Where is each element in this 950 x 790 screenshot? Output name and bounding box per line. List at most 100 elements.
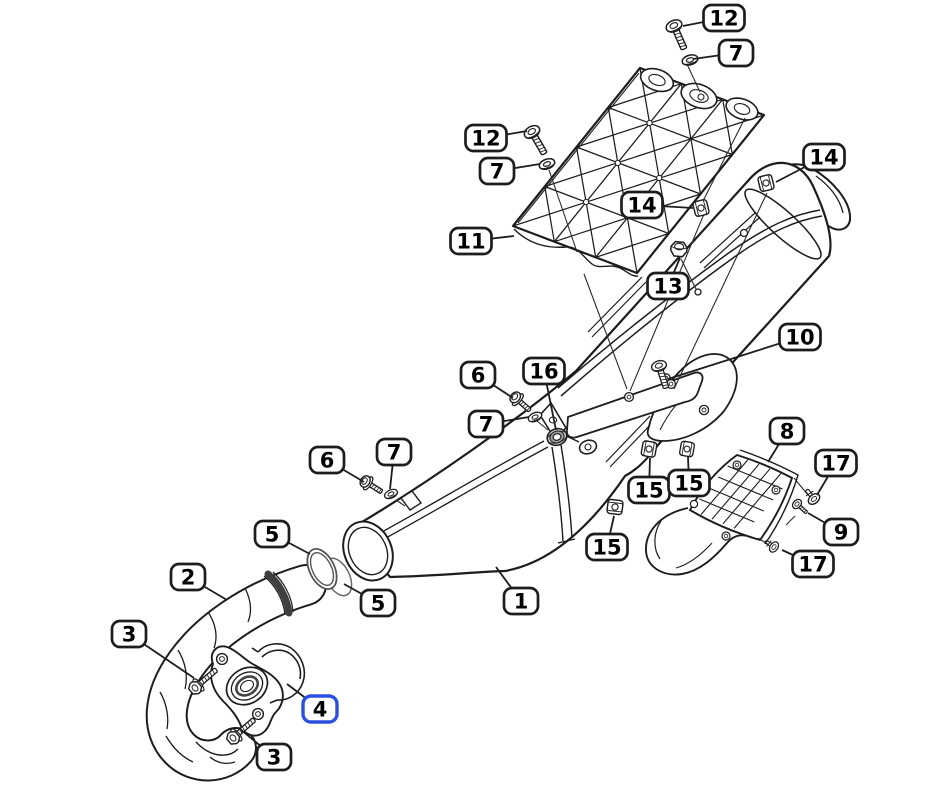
callout-box[interactable] bbox=[464, 123, 508, 153]
clip-nut-14-icon bbox=[691, 198, 711, 218]
callout-16[interactable]: 16 bbox=[522, 356, 566, 386]
callout-1[interactable]: 1 bbox=[502, 586, 540, 616]
callout-number: 15 bbox=[674, 472, 703, 496]
callout-number: 5 bbox=[371, 592, 386, 616]
callout-number: 5 bbox=[265, 523, 280, 547]
callout-12[interactable]: 12 bbox=[702, 3, 746, 33]
callout-box[interactable] bbox=[308, 445, 346, 475]
callout-box[interactable] bbox=[646, 271, 690, 301]
callout-box[interactable] bbox=[768, 416, 806, 446]
callout-box[interactable] bbox=[585, 532, 629, 562]
callout-number: 8 bbox=[780, 420, 795, 444]
callout-17[interactable]: 17 bbox=[814, 448, 858, 478]
callout-box[interactable] bbox=[620, 190, 664, 220]
callout-10[interactable]: 10 bbox=[778, 322, 822, 352]
callout-6[interactable]: 6 bbox=[308, 445, 346, 475]
clip-15-icon bbox=[606, 498, 624, 516]
callout-6[interactable]: 6 bbox=[459, 360, 497, 390]
callout-box[interactable] bbox=[814, 448, 858, 478]
callout-box[interactable] bbox=[169, 562, 207, 592]
callout-number: 6 bbox=[471, 364, 486, 388]
callout-number: 17 bbox=[798, 553, 827, 577]
clip-15-icon bbox=[640, 439, 658, 459]
callout-7[interactable]: 7 bbox=[478, 156, 516, 186]
callout-2[interactable]: 2 bbox=[169, 562, 207, 592]
callout-number: 1 bbox=[514, 590, 529, 614]
callout-3[interactable]: 3 bbox=[110, 619, 148, 649]
callout-number: 14 bbox=[809, 146, 838, 170]
leader-line-10 bbox=[667, 336, 801, 380]
callout-box[interactable] bbox=[791, 549, 835, 579]
callout-15[interactable]: 15 bbox=[667, 468, 711, 498]
callout-box[interactable] bbox=[478, 156, 516, 186]
callout-box[interactable] bbox=[110, 619, 148, 649]
washer-7-top-icon bbox=[680, 52, 700, 68]
callout-box[interactable] bbox=[359, 588, 397, 618]
callout-5[interactable]: 5 bbox=[253, 519, 291, 549]
callout-number: 15 bbox=[592, 536, 621, 560]
callout-number: 2 bbox=[181, 566, 196, 590]
callout-box[interactable] bbox=[502, 586, 540, 616]
callout-number: 16 bbox=[529, 360, 558, 384]
callout-15[interactable]: 15 bbox=[627, 475, 671, 505]
callout-number: 17 bbox=[821, 452, 850, 476]
callout-number: 7 bbox=[729, 42, 744, 66]
callout-box[interactable] bbox=[449, 226, 493, 256]
callout-number: 11 bbox=[456, 230, 485, 254]
callout-15[interactable]: 15 bbox=[585, 532, 629, 562]
callout-number: 14 bbox=[627, 194, 656, 218]
callout-7[interactable]: 7 bbox=[717, 38, 755, 68]
muffler-assembly-art bbox=[342, 161, 852, 582]
callout-12[interactable]: 12 bbox=[464, 123, 508, 153]
callout-box[interactable] bbox=[253, 519, 291, 549]
callout-5[interactable]: 5 bbox=[359, 588, 397, 618]
callout-number: 13 bbox=[653, 275, 682, 299]
washer-7-lower-icon bbox=[382, 486, 400, 502]
callout-box[interactable] bbox=[802, 142, 846, 172]
callout-3[interactable]: 3 bbox=[255, 742, 293, 772]
rivet-17-upper-icon bbox=[800, 485, 823, 508]
callout-box[interactable] bbox=[459, 360, 497, 390]
callout-number: 3 bbox=[122, 623, 137, 647]
callout-box[interactable] bbox=[301, 694, 339, 724]
callout-17[interactable]: 17 bbox=[791, 549, 835, 579]
exploded-view-artwork bbox=[145, 16, 852, 782]
callout-number: 12 bbox=[471, 127, 500, 151]
callout-box[interactable] bbox=[522, 356, 566, 386]
callout-box[interactable] bbox=[667, 468, 711, 498]
callout-box[interactable] bbox=[255, 742, 293, 772]
callout-number: 9 bbox=[834, 521, 849, 545]
screw-6-lower-icon bbox=[356, 472, 387, 499]
callout-11[interactable]: 11 bbox=[449, 226, 493, 256]
callout-box[interactable] bbox=[467, 409, 505, 439]
callout-13[interactable]: 13 bbox=[646, 271, 690, 301]
callout-number: 10 bbox=[785, 326, 814, 350]
callout-number: 15 bbox=[634, 479, 663, 503]
callout-box[interactable] bbox=[822, 517, 860, 547]
callout-7[interactable]: 7 bbox=[375, 437, 413, 467]
callout-14[interactable]: 14 bbox=[620, 190, 664, 220]
pipe-joint-band bbox=[264, 570, 293, 617]
gasket-rings-art bbox=[306, 548, 353, 597]
callout-box[interactable] bbox=[375, 437, 413, 467]
clip-nut-14-icon bbox=[756, 173, 776, 193]
callout-box[interactable] bbox=[717, 38, 755, 68]
callout-number: 7 bbox=[479, 413, 494, 437]
callout-9[interactable]: 9 bbox=[822, 517, 860, 547]
callout-number: 7 bbox=[490, 160, 505, 184]
callout-8[interactable]: 8 bbox=[768, 416, 806, 446]
callout-number: 7 bbox=[387, 441, 402, 465]
washer-7-left-icon bbox=[537, 156, 557, 172]
screw-9-icon bbox=[790, 496, 811, 518]
callout-4-highlighted[interactable]: 4 bbox=[301, 694, 339, 724]
screw-12-top-icon bbox=[663, 16, 693, 54]
header-pipe-art bbox=[145, 564, 327, 782]
callout-14[interactable]: 14 bbox=[802, 142, 846, 172]
lower-heat-shield-art bbox=[645, 449, 799, 576]
callout-7[interactable]: 7 bbox=[467, 409, 505, 439]
flange-art bbox=[210, 645, 284, 737]
callout-box[interactable] bbox=[778, 322, 822, 352]
callout-box[interactable] bbox=[702, 3, 746, 33]
